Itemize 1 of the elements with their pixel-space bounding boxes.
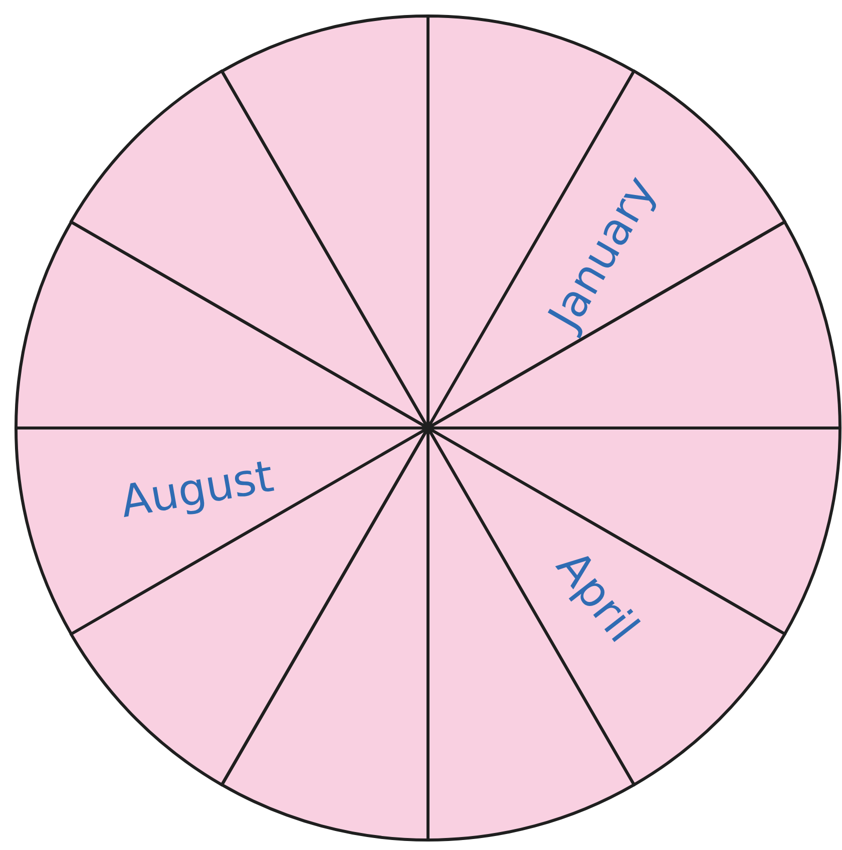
month-label: August [118, 454, 277, 525]
